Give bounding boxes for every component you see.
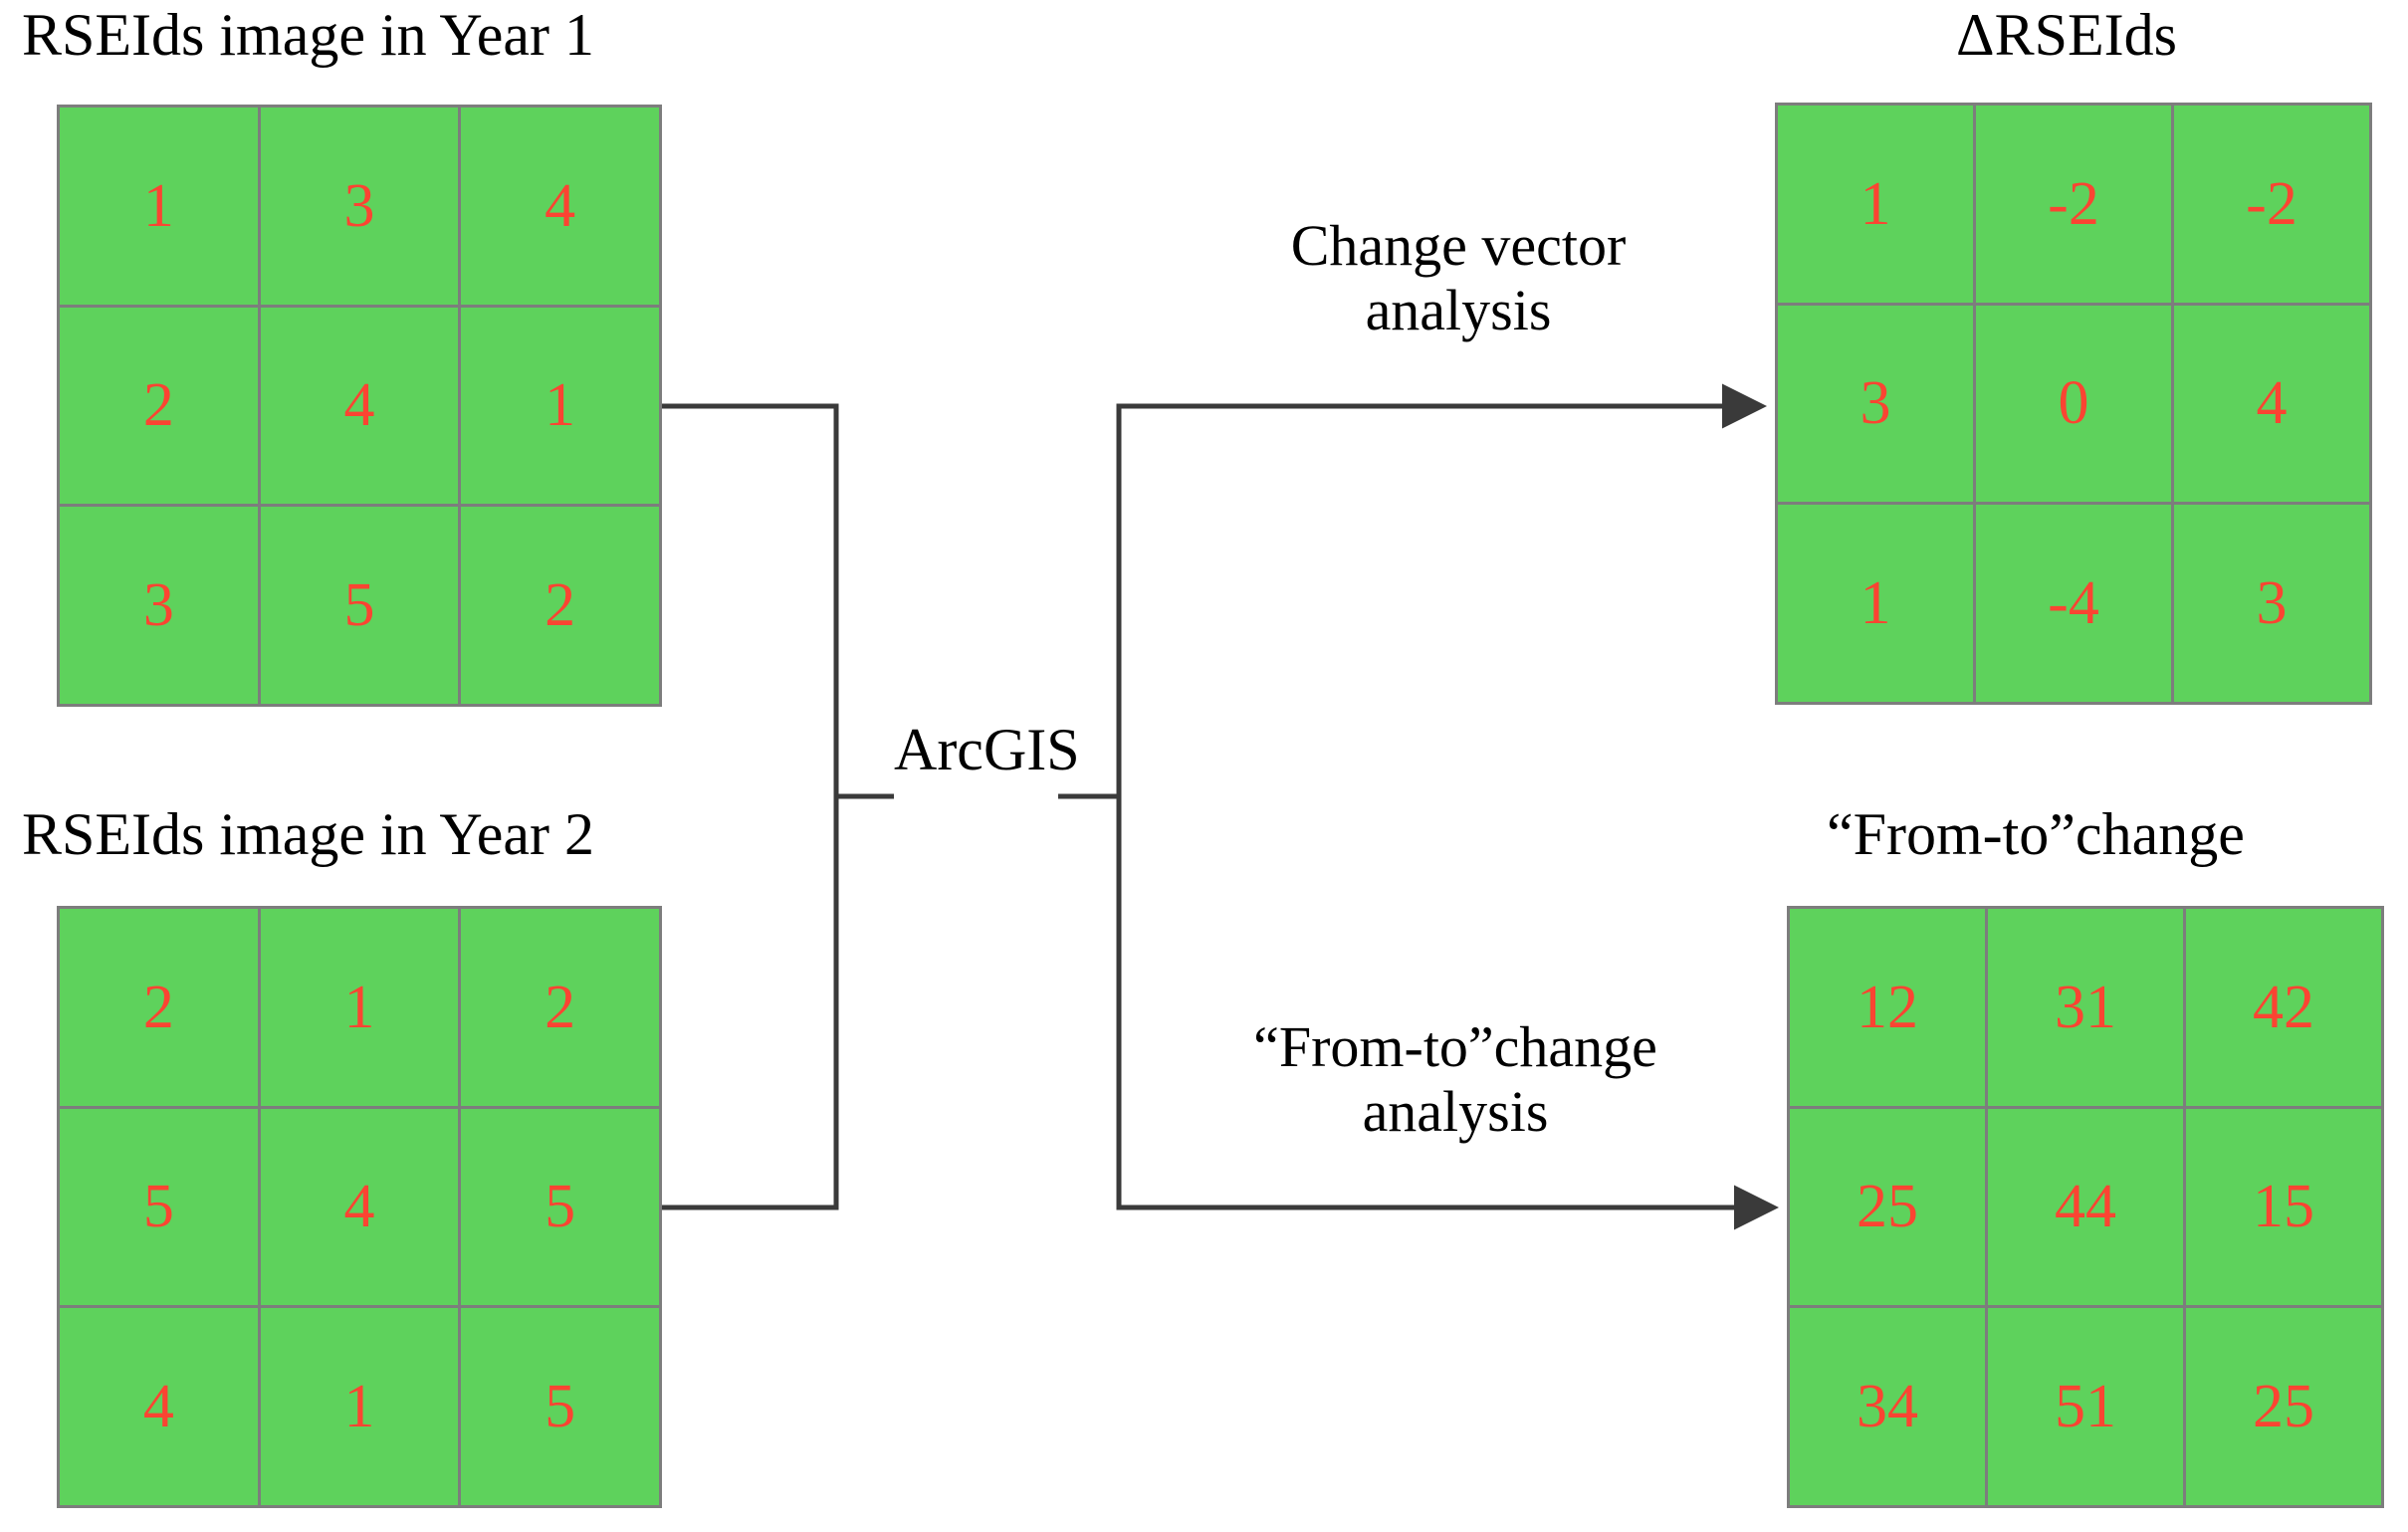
raster-grid-fromto: 12 31 42 25 44 15 34 51 25 bbox=[1787, 906, 2384, 1508]
edge-label-line1: “From-to”change bbox=[1253, 1014, 1657, 1079]
panel-title-year1: RSEIds image in Year 1 bbox=[22, 2, 594, 68]
raster-cell: 1 bbox=[260, 1308, 459, 1505]
wire-year2-to-hub bbox=[662, 793, 894, 1210]
raster-cell: 2 bbox=[461, 909, 659, 1106]
raster-cell: 1 bbox=[1778, 505, 1973, 702]
panel-title-year2: RSEIds image in Year 2 bbox=[22, 801, 594, 867]
raster-cell: 1 bbox=[1778, 106, 1973, 303]
wire-hub-to-delta bbox=[1116, 383, 1767, 796]
raster-cell: 2 bbox=[461, 507, 659, 704]
wire-year1-to-hub bbox=[662, 403, 894, 799]
raster-cell: 1 bbox=[60, 108, 258, 305]
raster-cell: 5 bbox=[461, 1108, 659, 1306]
raster-cell: 34 bbox=[1790, 1308, 1985, 1505]
raster-grid-year2: 2 1 2 5 4 5 4 1 5 bbox=[57, 906, 662, 1508]
raster-cell: 42 bbox=[2186, 909, 2381, 1106]
edge-label-line1: Change vector bbox=[1290, 213, 1627, 278]
raster-cell: 51 bbox=[1988, 1308, 2183, 1505]
raster-cell: -2 bbox=[1976, 106, 2171, 303]
raster-cell: 31 bbox=[1988, 909, 2183, 1106]
panel-title-fromto: “From-to”change bbox=[1827, 801, 2245, 867]
raster-cell: 25 bbox=[1790, 1108, 1985, 1306]
raster-cell: -4 bbox=[1976, 505, 2171, 702]
raster-cell: 4 bbox=[461, 108, 659, 305]
raster-cell: 3 bbox=[1778, 305, 1973, 503]
raster-cell: 2 bbox=[60, 307, 258, 505]
raster-cell: 2 bbox=[60, 909, 258, 1106]
edge-label-line2: analysis bbox=[1362, 1078, 1549, 1144]
raster-cell: 4 bbox=[260, 1108, 459, 1306]
process-hub-label: ArcGIS bbox=[894, 717, 1080, 782]
raster-cell: 0 bbox=[1976, 305, 2171, 503]
edge-label-change-vector-analysis: Change vector analysis bbox=[1165, 213, 1752, 343]
raster-cell: 12 bbox=[1790, 909, 1985, 1106]
raster-cell: 3 bbox=[260, 108, 459, 305]
raster-cell: 1 bbox=[260, 909, 459, 1106]
raster-cell: 4 bbox=[260, 307, 459, 505]
raster-cell: 25 bbox=[2186, 1308, 2381, 1505]
panel-title-delta: ΔRSEIds bbox=[1956, 2, 2177, 68]
edge-label-line2: analysis bbox=[1365, 277, 1552, 342]
raster-cell: 4 bbox=[2174, 305, 2369, 503]
raster-grid-year1: 1 3 4 2 4 1 3 5 2 bbox=[57, 105, 662, 707]
raster-cell: 15 bbox=[2186, 1108, 2381, 1306]
raster-cell: 4 bbox=[60, 1308, 258, 1505]
raster-cell: 1 bbox=[461, 307, 659, 505]
raster-cell: 3 bbox=[60, 507, 258, 704]
raster-cell: 5 bbox=[260, 507, 459, 704]
raster-cell: 44 bbox=[1988, 1108, 2183, 1306]
raster-cell: -2 bbox=[2174, 106, 2369, 303]
raster-cell: 3 bbox=[2174, 505, 2369, 702]
raster-cell: 5 bbox=[60, 1108, 258, 1306]
raster-grid-delta: 1 -2 -2 3 0 4 1 -4 3 bbox=[1775, 103, 2372, 705]
raster-cell: 5 bbox=[461, 1308, 659, 1505]
edge-label-fromto-change-analysis: “From-to”change analysis bbox=[1147, 1014, 1764, 1145]
wire-hub-to-fromto bbox=[1116, 796, 1779, 1230]
